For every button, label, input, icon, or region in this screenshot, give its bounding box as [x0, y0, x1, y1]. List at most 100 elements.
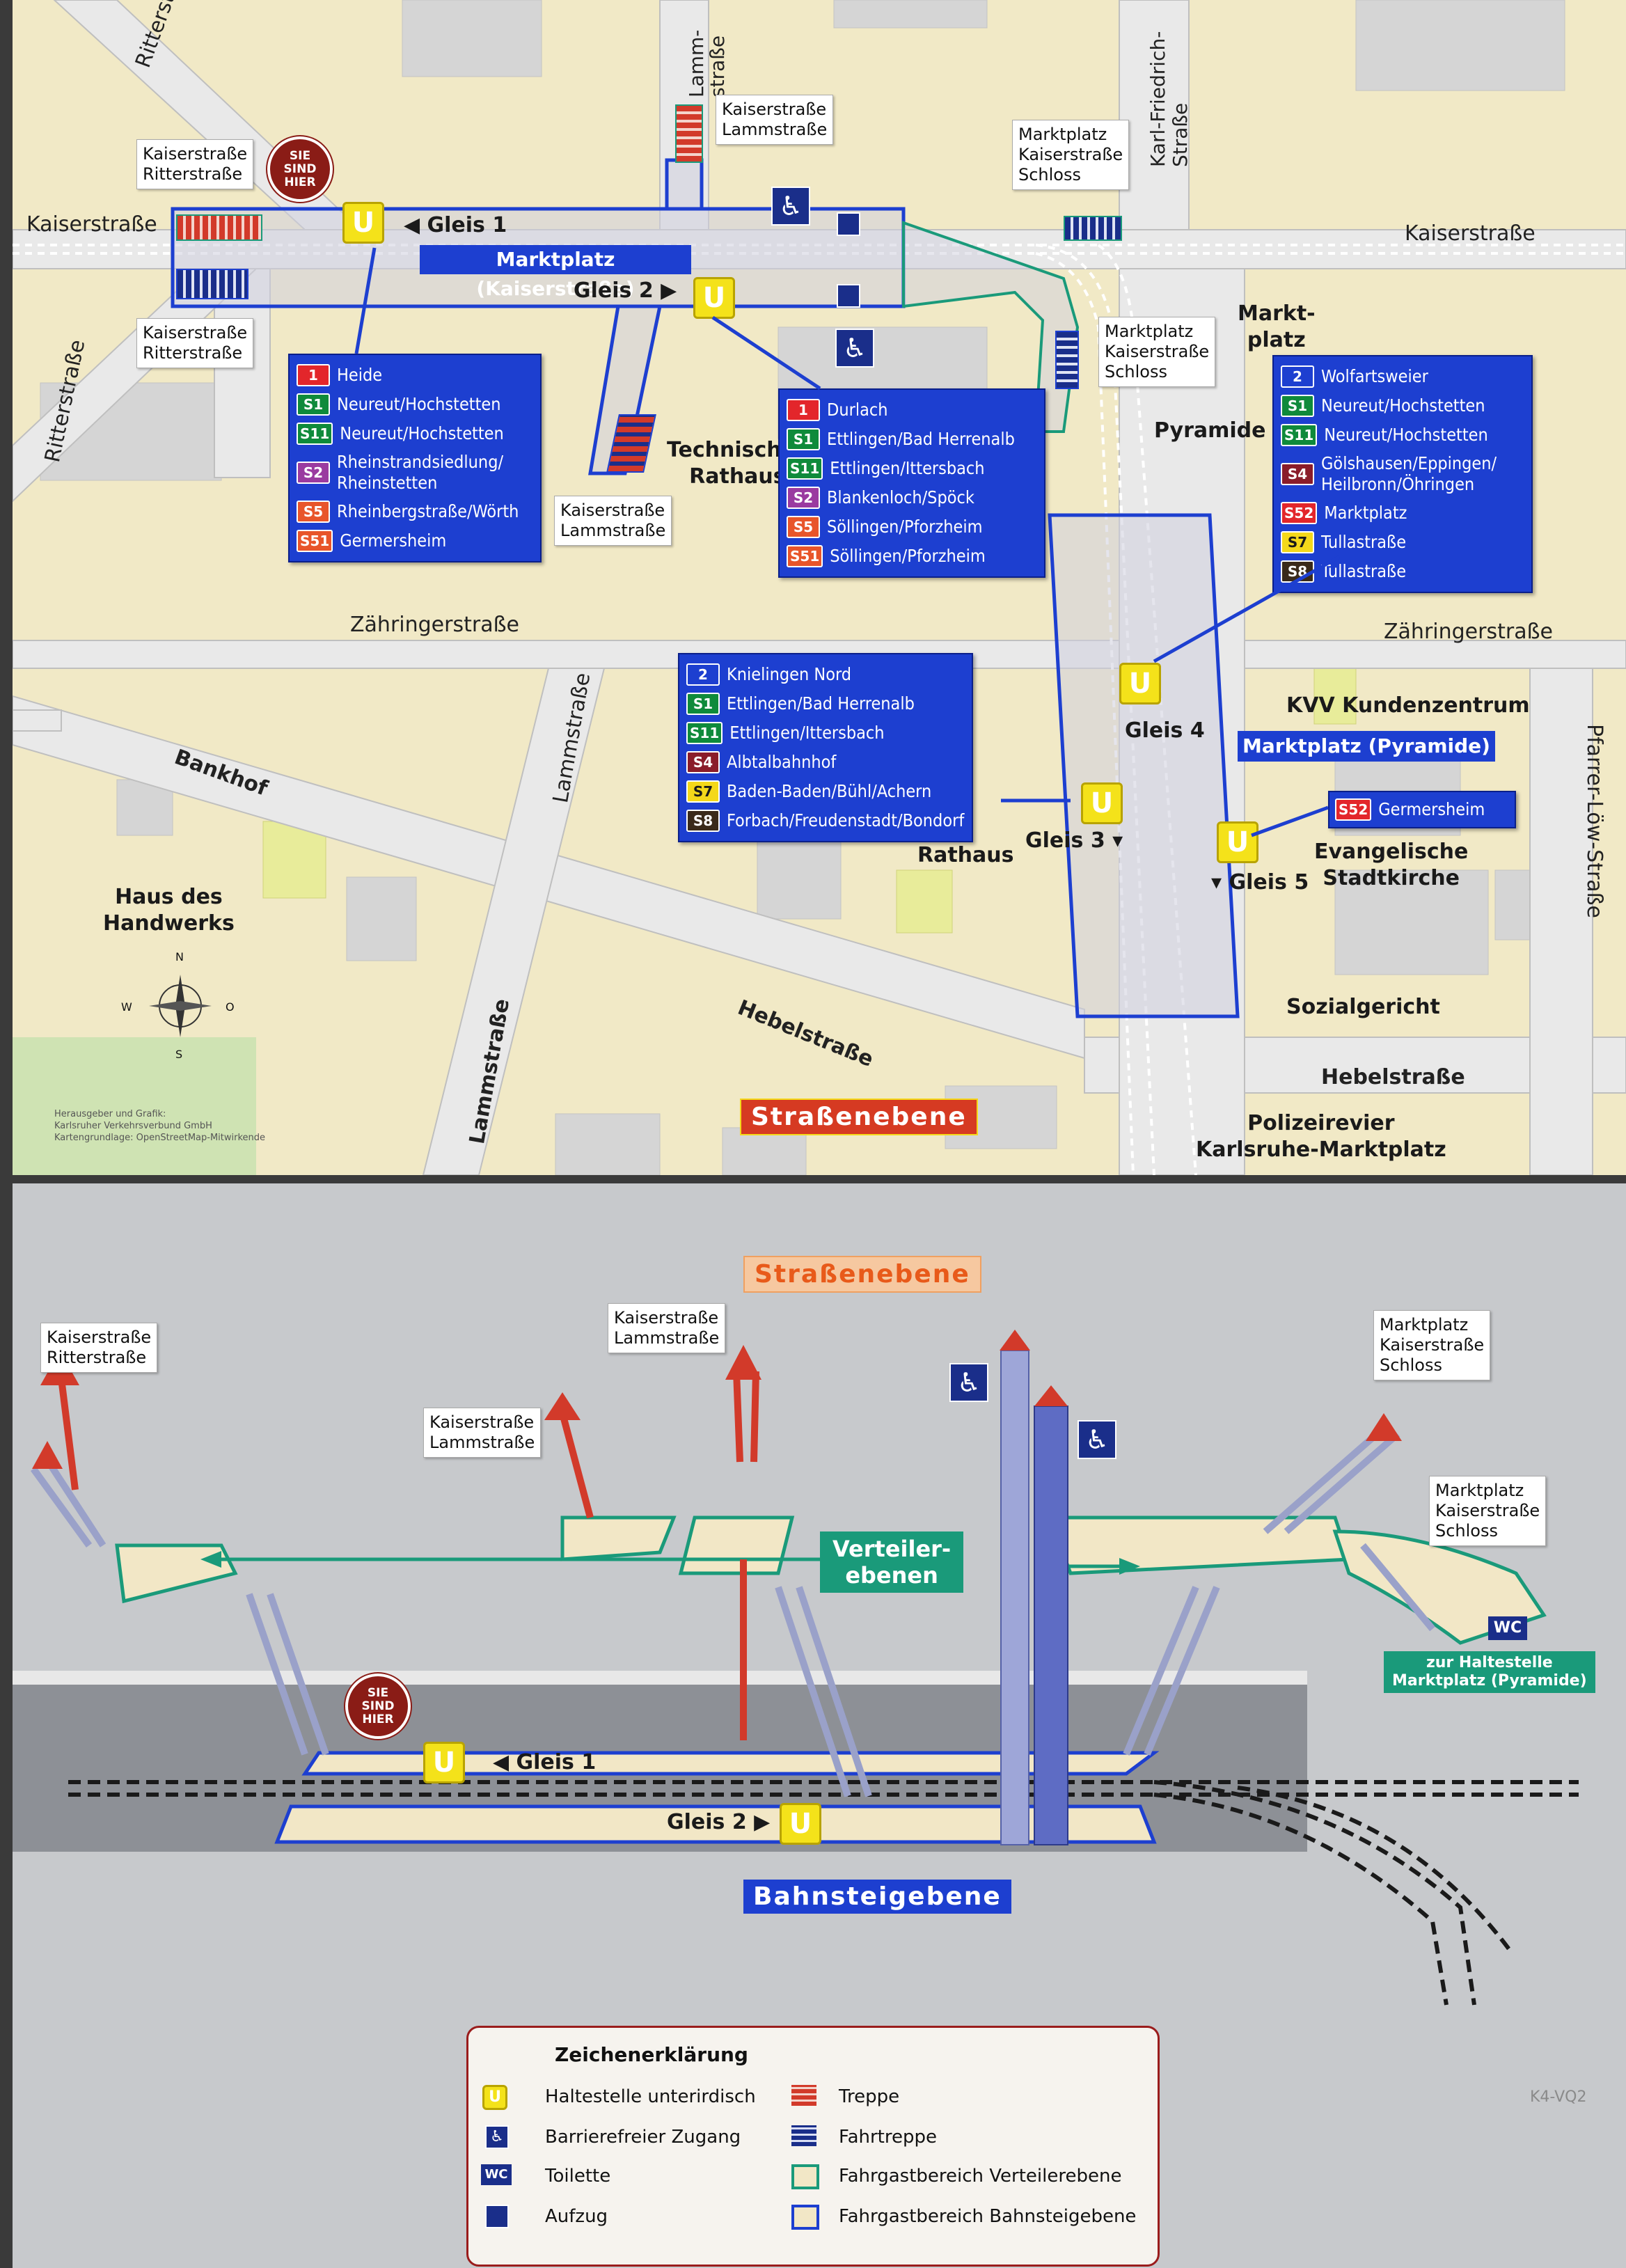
line-destination: Ettlingen/Bad Herrenalb: [827, 429, 1015, 449]
legend-aufzug: Aufzug: [545, 2206, 608, 2227]
wheelchair-icon-top: ♿: [771, 187, 810, 226]
line-badge: S51: [297, 530, 333, 552]
label-evangelische: Evangelische Stadtkirche: [1314, 840, 1469, 890]
pyramide-name-bar: Marktplatz (Pyramide): [1238, 731, 1495, 762]
u-station-icon-gleis2: U: [693, 277, 735, 319]
line-badge: S11: [297, 423, 333, 445]
legend-escalator-icon: [791, 2125, 816, 2146]
section-exit-lamm-mid: Kaiserstraße Lammstraße: [423, 1408, 542, 1458]
gleis-5-text: Gleis 5: [1229, 870, 1309, 895]
line-badge: 2: [1281, 365, 1314, 388]
escalator-right-mid: [1055, 331, 1079, 389]
line-badge: S8: [686, 810, 720, 832]
section-gleis-1-text: Gleis 1: [516, 1750, 597, 1774]
section-gleis-2-label: Gleis 2 ▶: [667, 1810, 771, 1834]
legend-verteilerebene: Fahrgastbereich Verteilerebene: [839, 2166, 1122, 2187]
section-platform-level-badge: Bahnsteigebene: [743, 1880, 1011, 1914]
line-row: S11 Ettlingen/Ittersbach: [787, 454, 1037, 483]
line-destination: Söllingen/Pforzheim: [827, 517, 983, 537]
line-badge: S4: [1281, 463, 1314, 485]
line-badge: S8: [1281, 560, 1314, 583]
escalator-top-right: [1064, 216, 1122, 241]
street-level-badge: Straßenebene: [740, 1098, 978, 1135]
compass-o: O: [226, 1000, 235, 1014]
section-diagram: Straßenebene Bahnsteigebene Verteiler- e…: [13, 1183, 1626, 2268]
label-kvv: KVV Kundenzentrum: [1286, 693, 1530, 718]
section-u-icon-gleis2: U: [780, 1803, 821, 1845]
section-exit-ritter: Kaiserstraße Ritterstraße: [40, 1323, 158, 1373]
line-badge: S11: [787, 457, 823, 480]
label-rathaus: Rathaus: [917, 843, 1014, 867]
line-badge: S2: [787, 487, 820, 509]
gleis-2-text: Gleis 2: [574, 278, 654, 303]
street-lammstrasse-top: Lamm- straße: [685, 29, 729, 97]
line-badge: S1: [686, 693, 720, 715]
stairs-top-left: [176, 214, 262, 241]
legend-bahnsteigebene: Fahrgastbereich Bahnsteigebene: [839, 2206, 1137, 2227]
section-u-icon-gleis1: U: [423, 1742, 465, 1783]
line-destination: Marktplatz: [1324, 503, 1407, 523]
legend-verteiler-swatch: [791, 2164, 819, 2189]
line-destination: Baden-Baden/Bühl/Achern: [727, 781, 932, 801]
section-wheelchair-icon-2: ♿: [1078, 1420, 1116, 1459]
stairs-lamm: [675, 104, 703, 163]
escalator-top-left: [176, 269, 248, 299]
street-hebel-right: Hebelstraße: [1321, 1065, 1465, 1089]
compass-n: N: [175, 950, 184, 963]
street-kaiserstrasse-right: Kaiserstraße: [1405, 221, 1536, 246]
label-polizei: Polizeirevier Karlsruhe-Marktplatz: [1196, 1111, 1446, 1162]
gleis-2-label: Gleis 2 ▶: [574, 278, 677, 303]
line-badge: 2: [686, 663, 720, 686]
line-row: S8 Forbach/Freudenstadt/Bondorf: [686, 806, 965, 835]
gleis-3-text: Gleis 3: [1025, 828, 1105, 853]
line-badge: S52: [1281, 502, 1318, 524]
line-destination: Ettlingen/Ittersbach: [830, 458, 985, 478]
line-row: 1 Heide: [297, 361, 533, 390]
line-row: S11 Neureut/Hochstetten: [1281, 420, 1524, 450]
legend-u-icon: U: [482, 2085, 507, 2110]
legend-wc-icon: WC: [481, 2164, 512, 2185]
line-destination: Neureut/Hochstetten: [340, 423, 504, 443]
line-destination: Ettlingen/Bad Herrenalb: [727, 693, 915, 714]
street-level-map: Marktplatz (Kaiserstraße) Marktplatz (Py…: [13, 0, 1626, 1175]
section-exit-lamm-top: Kaiserstraße Lammstraße: [608, 1303, 726, 1353]
line-destination: Forbach/Freudenstadt/Bondorf: [727, 810, 965, 830]
station-name-bar: Marktplatz (Kaiserstraße): [420, 245, 691, 300]
line-badge: S5: [297, 501, 330, 523]
section-exit-schloss-top: Marktplatz Kaiserstraße Schloss: [1373, 1310, 1491, 1380]
line-badge: S2: [297, 462, 330, 484]
line-badge: 1: [297, 364, 330, 386]
label-marktplatz: Markt- platz: [1238, 301, 1316, 352]
label-haus-handwerks: Haus des Handwerks: [103, 885, 235, 936]
line-destination: Wolfartsweier: [1321, 366, 1428, 386]
legend-elevator-icon: [485, 2205, 509, 2228]
line-badge: 1: [787, 399, 820, 421]
line-row: S52 Marktplatz: [1281, 498, 1524, 528]
label-pyramide: Pyramide: [1154, 418, 1266, 443]
compass-s: S: [175, 1048, 183, 1061]
line-badge: S1: [787, 428, 820, 450]
street-pfarrer-loew: Pfarrer-Löw-Straße: [1582, 724, 1607, 918]
line-row: S11 Neureut/Hochstetten: [297, 419, 533, 448]
line-badge: S11: [1281, 424, 1318, 446]
line-row: 2 Wolfartsweier: [1281, 362, 1524, 391]
line-destination: Germersheim: [340, 530, 447, 551]
line-destination: Albtalbahnhof: [727, 752, 837, 772]
line-destination: Durlach: [827, 400, 888, 420]
line-destination: Neureut/Hochstetten: [1324, 425, 1488, 445]
line-destination: Heide: [337, 365, 383, 385]
line-destination: Söllingen/Pforzheim: [830, 546, 986, 566]
gleis-1-label: ◀ Gleis 1: [404, 213, 507, 237]
u-station-icon-gleis1: U: [342, 202, 384, 244]
compass-rose: N W O S: [121, 950, 235, 1061]
